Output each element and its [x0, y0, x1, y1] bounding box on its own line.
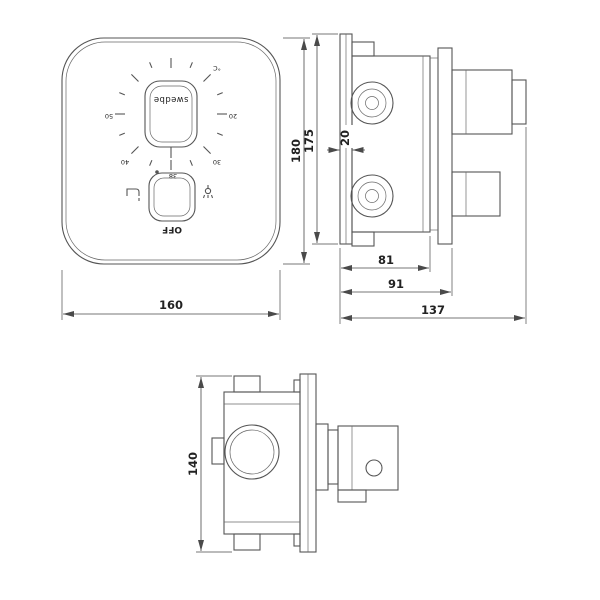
- dial-unit-label: °C: [213, 64, 221, 72]
- top-mounting-lug: [351, 41, 375, 57]
- rear-upper-block: [451, 69, 513, 135]
- dial-label-50: 50: [105, 112, 113, 120]
- dimension-depth-137: 137: [341, 127, 527, 324]
- spout-icon: [126, 188, 140, 201]
- spindle-stub: [211, 437, 225, 465]
- dial-scale-labels: °C 20 30 38 40 50: [105, 64, 237, 180]
- bottom-inlet-port: [350, 174, 394, 218]
- rear-spacer: [327, 429, 339, 485]
- rear-port-circle: [365, 459, 383, 477]
- dimension-width-160: 160: [61, 270, 281, 320]
- diverter-knob-inner: [153, 177, 191, 217]
- off-text: OFF: [162, 224, 182, 234]
- dial-label-20: 20: [229, 112, 237, 120]
- faceplate-inner-edge: [65, 41, 277, 261]
- front-view: °C 20 30 38 40 50 swedbe OFF: [61, 37, 310, 320]
- dim-text-140: 140: [186, 452, 200, 476]
- dial-label-30: 30: [213, 158, 221, 166]
- temperature-dial: °C 20 30 38 40 50 swedbe: [105, 58, 237, 180]
- rear-flange: [315, 423, 329, 491]
- dimension-depth-81: 81: [339, 236, 431, 324]
- dial-label-38: 38: [169, 172, 177, 180]
- shower-icon: [202, 185, 214, 199]
- rear-block-top-view: [337, 425, 399, 491]
- rear-lower-block: [451, 171, 501, 217]
- diverter-knob-group: OFF: [148, 172, 196, 234]
- dim-text-91: 91: [388, 277, 404, 291]
- diverter-knob: [148, 172, 196, 222]
- wall-box-plate: [437, 47, 453, 245]
- dimension-depth-91: 91: [341, 248, 453, 296]
- rear-block-step: [337, 489, 367, 503]
- bottom-mounting-lug: [351, 231, 375, 247]
- temperature-knob: [144, 80, 198, 148]
- dim-text-20: 20: [338, 130, 352, 146]
- dim-text-175: 175: [302, 129, 316, 153]
- dimension-height-175: 175: [302, 33, 338, 245]
- dim-text-180: 180: [289, 139, 303, 163]
- cartridge-circle: [224, 424, 280, 480]
- valve-body-top: [223, 391, 301, 535]
- rear-upper-step: [511, 79, 527, 125]
- dim-text-137: 137: [421, 303, 445, 317]
- body-lug-top: [233, 375, 261, 393]
- dimension-height-180: 180: [283, 37, 310, 265]
- body-lug-bottom: [233, 533, 261, 551]
- dimension-height-140: 140: [186, 375, 232, 553]
- dial-label-40: 40: [121, 158, 129, 166]
- brand-text: swedbe: [153, 94, 188, 104]
- dim-text-81: 81: [378, 253, 394, 267]
- plate-tab-top: [293, 379, 301, 393]
- top-view: 140: [186, 373, 399, 553]
- top-inlet-port: [350, 81, 394, 125]
- dim-text-160: 160: [159, 298, 183, 312]
- faceplate-outline: [61, 37, 281, 265]
- dial-ticks: [115, 58, 227, 170]
- dial-index-dot: [155, 170, 159, 174]
- dimension-thickness-20: 20: [327, 125, 365, 153]
- plate-tab-bottom: [293, 533, 301, 547]
- side-view: 175 20 81 91 137: [302, 33, 527, 324]
- temperature-knob-inner: [149, 85, 193, 143]
